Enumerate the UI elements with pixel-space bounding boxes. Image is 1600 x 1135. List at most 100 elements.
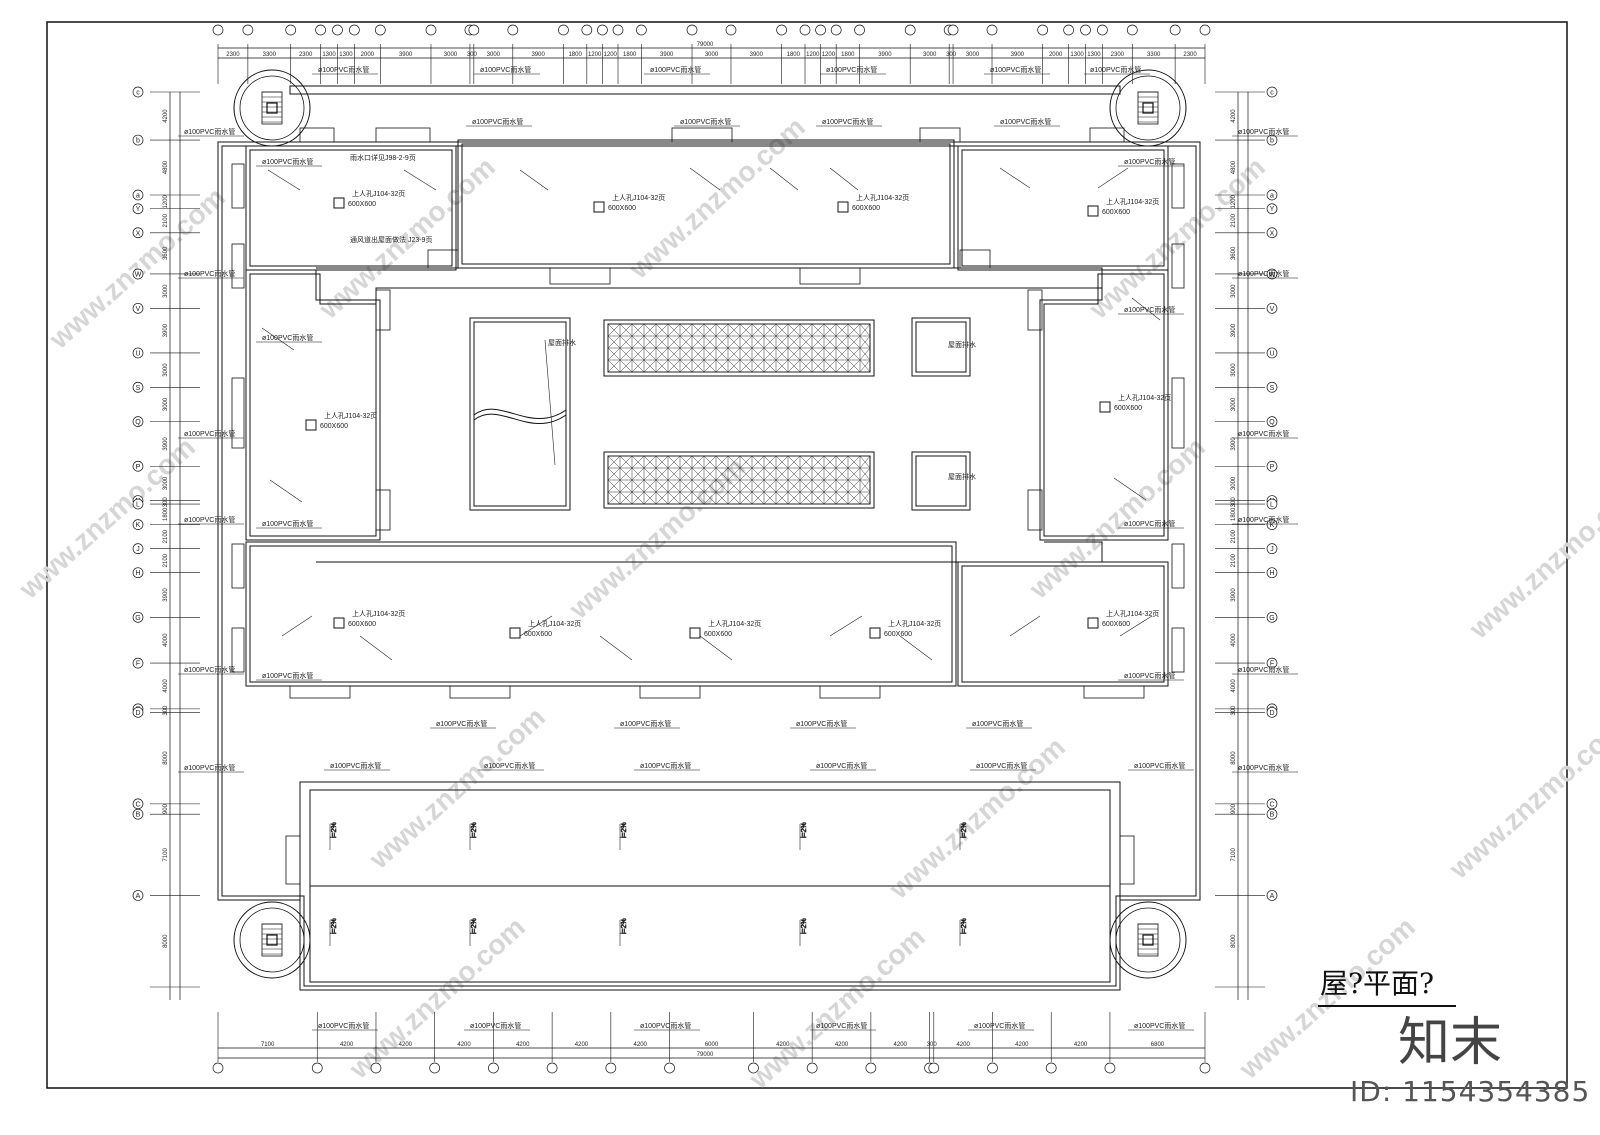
hatch-frame	[869, 627, 881, 639]
grid-bubble	[1104, 1062, 1116, 1074]
hatch-line	[691, 323, 705, 337]
pipe-label: ø100PVC雨水管	[1134, 1021, 1185, 1030]
stair-tower	[233, 901, 311, 979]
hatch-line	[811, 455, 825, 469]
slope-arrow	[519, 615, 553, 637]
wall-projection	[671, 127, 733, 143]
grid-bubble	[748, 1062, 759, 1074]
slope-arrow	[359, 635, 393, 661]
grid-bubble	[212, 24, 224, 36]
wall-projection	[289, 685, 351, 699]
hatch-line	[727, 479, 741, 493]
grid-bubble	[1199, 24, 1211, 36]
grid-bubble	[986, 24, 998, 36]
wall-projection	[231, 627, 245, 673]
hatch-line	[667, 479, 681, 493]
pipe-label: ø100PVC雨水管	[184, 763, 235, 772]
slope-arrow	[544, 339, 556, 466]
right-dimension-label: 4800	[1231, 160, 1237, 174]
rain-pipe: ø100PVC雨水管	[634, 1021, 700, 1031]
pipe-label: ø100PVC雨水管	[1124, 519, 1175, 528]
hatch-line	[787, 323, 801, 337]
hatch-line	[655, 323, 669, 337]
id-label: ID: 1154354385	[1350, 1075, 1591, 1108]
hatch-line	[859, 467, 871, 481]
grid-bubble	[1266, 227, 1278, 239]
hatch-line	[823, 347, 837, 361]
grid-label: D	[1269, 710, 1274, 717]
grid-label: c	[136, 90, 140, 97]
grid-bubble	[1199, 1062, 1211, 1074]
pipe-label: ø100PVC雨水管	[822, 117, 873, 126]
right-dimension-label: 4000	[1231, 633, 1237, 647]
right-dimension-label: 900	[1231, 803, 1237, 814]
hatch-line	[727, 491, 741, 505]
grid-bubble	[1266, 189, 1278, 201]
grid-bubble	[468, 24, 480, 36]
hatch-line	[607, 335, 621, 349]
grid-bubble	[1266, 498, 1278, 510]
hatch-line	[739, 479, 753, 493]
top-dimension-label: 1800	[568, 52, 582, 58]
grid-bubble	[1080, 24, 1091, 36]
hatch-size: 600X600	[320, 423, 348, 430]
rain-pipe: ø100PVC雨水管	[1232, 515, 1298, 525]
grid-bubble	[132, 134, 144, 146]
grid-label: G	[1269, 615, 1274, 622]
rain-pipe: ø100PVC雨水管	[634, 761, 700, 771]
slope-label: i=2%	[961, 822, 968, 838]
rain-pipe: ø100PVC雨水管	[1232, 763, 1298, 773]
rain-pipe: ø100PVC雨水管	[994, 117, 1060, 127]
tower-inner	[1115, 75, 1181, 141]
grid-bubble	[776, 24, 787, 36]
left-dimension-ticks	[150, 91, 1265, 988]
hatch-line	[751, 455, 765, 469]
wall-projection	[1171, 243, 1185, 289]
grid-bubble	[132, 543, 144, 555]
grid-label: a	[1270, 193, 1274, 200]
hatch-size: 600X600	[852, 205, 880, 212]
grid-bubble	[1097, 24, 1108, 36]
right-dimension-label: 2100	[1231, 553, 1237, 567]
hatch-line	[691, 455, 705, 469]
grid-label: S	[136, 385, 141, 392]
left-dimension-label: 8000	[163, 934, 169, 948]
bottom-dimension-label: 4200	[634, 1042, 648, 1048]
hatch-line	[607, 491, 621, 505]
grid-label: K	[136, 522, 141, 529]
hatch-line	[847, 467, 861, 481]
right-dimension-label: 8000	[1231, 934, 1237, 948]
hatch-line	[715, 467, 729, 481]
left-dimension-label: 2100	[163, 553, 169, 567]
bottom-dimension-label: 4200	[457, 1042, 471, 1048]
hatch-line	[667, 359, 681, 373]
hatch-line	[835, 359, 849, 373]
right-dimension-label: 2100	[1231, 529, 1237, 543]
hatch-line	[619, 467, 633, 481]
slope-arrow	[1113, 477, 1147, 501]
grid-bubble	[904, 24, 916, 36]
hatch-line	[655, 455, 669, 469]
hatch-line	[739, 467, 753, 481]
right-dimension-label: 3000	[1231, 397, 1237, 411]
hatch-line	[799, 335, 813, 349]
top-dimension-label: 1200	[822, 52, 836, 58]
hatch-line	[847, 455, 861, 469]
rain-pipe: ø100PVC雨水管	[178, 665, 244, 675]
pipe-label: ø100PVC雨水管	[1238, 515, 1289, 524]
pipe-label: ø100PVC雨水管	[1124, 305, 1175, 314]
hatch-line	[787, 359, 801, 373]
hatch-label: 上人孔J104-32页	[612, 193, 665, 202]
right-dimension-label: 7100	[1231, 847, 1237, 861]
grid-bubble	[315, 24, 326, 36]
wall-projection	[231, 243, 245, 289]
rain-pipe: ø100PVC雨水管	[790, 719, 856, 729]
rain-pipe: ø100PVC雨水管	[256, 671, 322, 681]
wall-projection	[231, 543, 245, 589]
left-dimension-label: 7100	[163, 847, 169, 861]
slope-label: i=2%	[331, 918, 338, 934]
grid-bubble	[725, 24, 737, 36]
hatch-size: 600X600	[348, 201, 376, 208]
slope-arrow	[1009, 615, 1041, 637]
